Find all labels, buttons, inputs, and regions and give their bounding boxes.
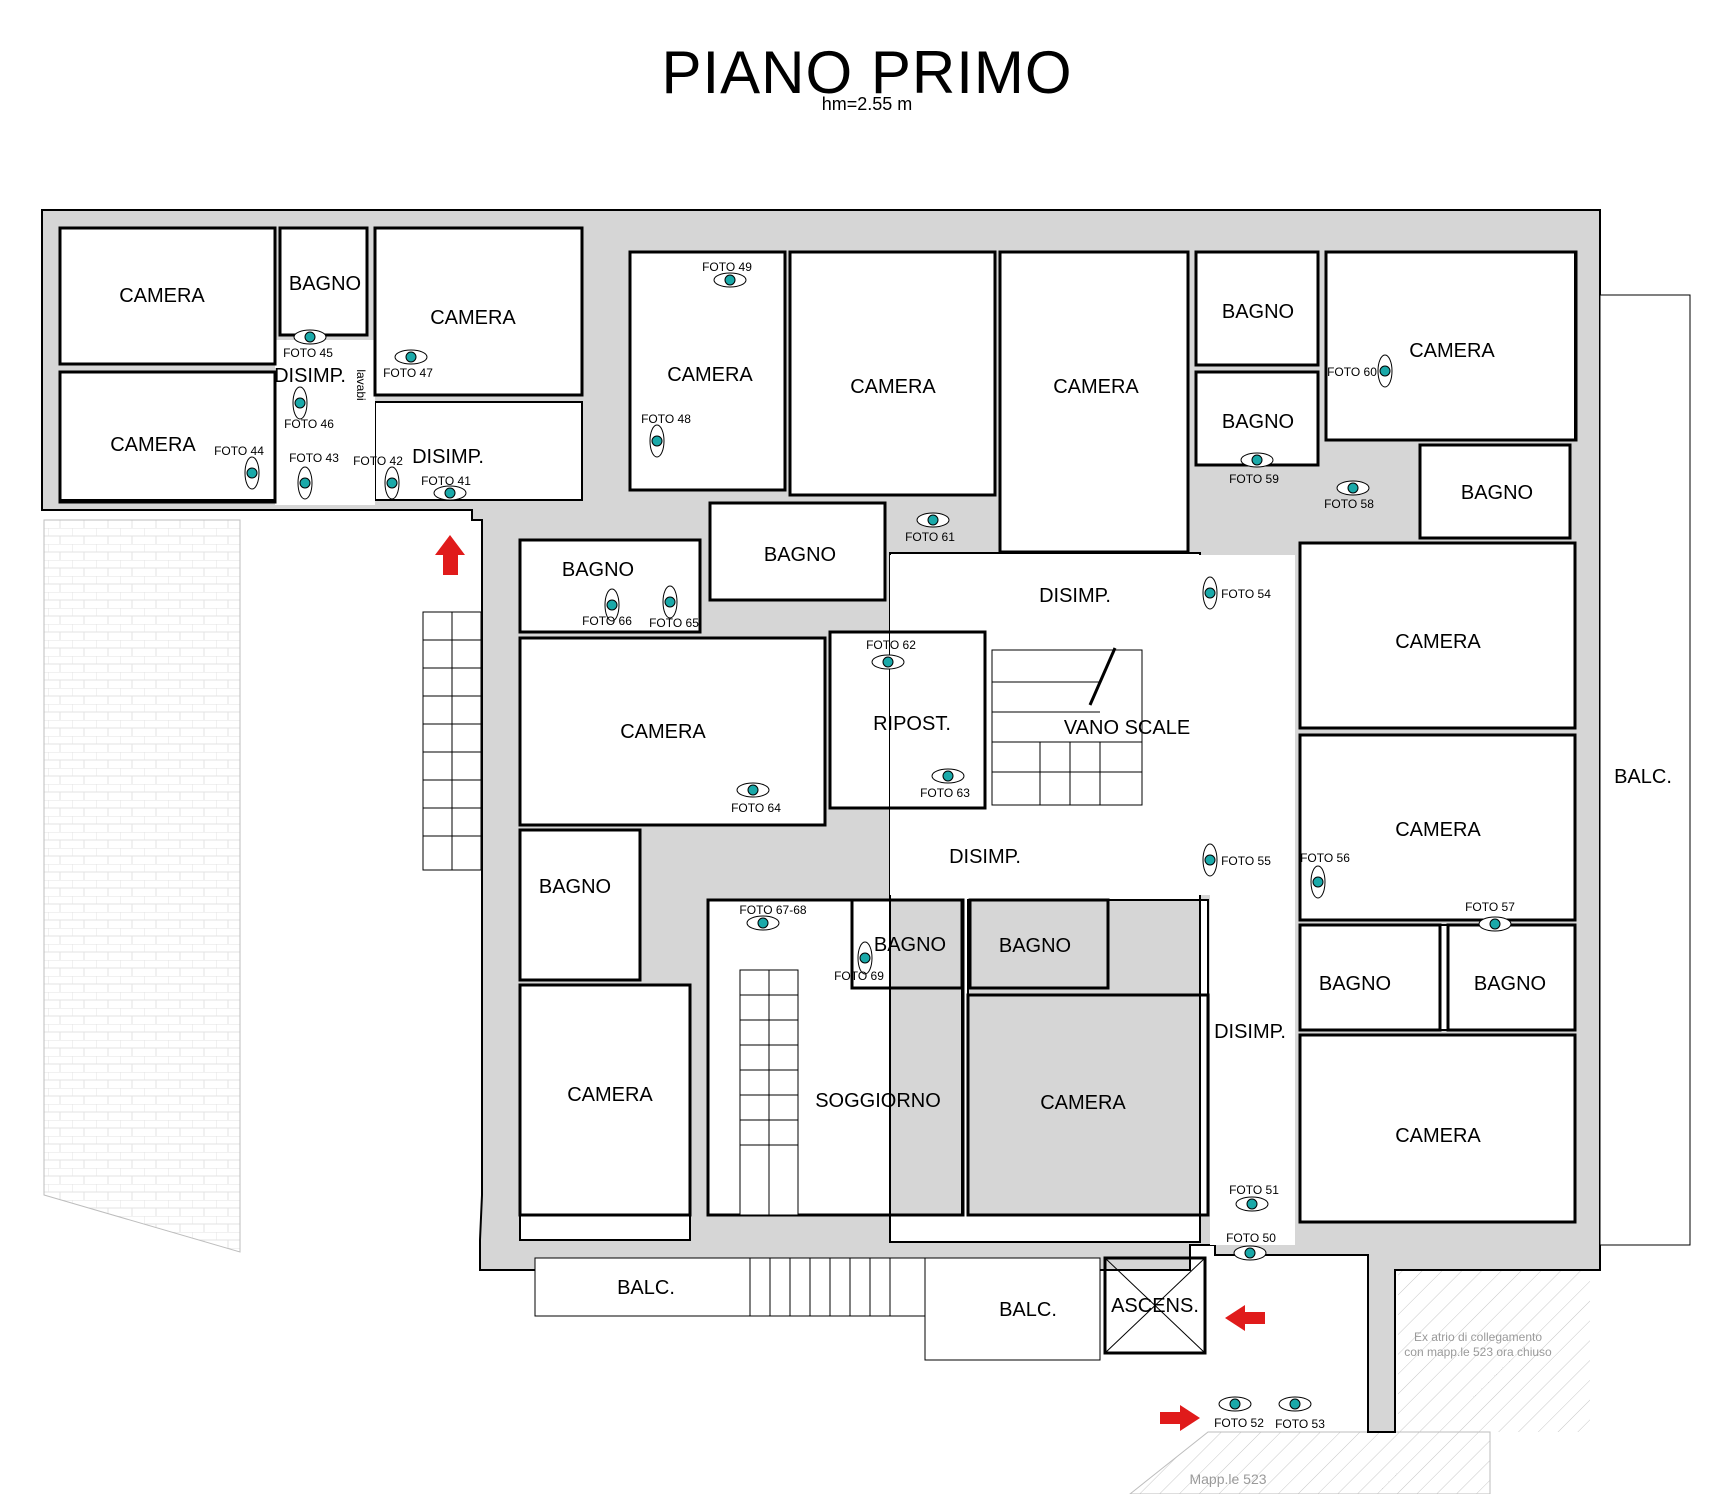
soggiorno-staircase [739, 969, 799, 1216]
photo-label: FOTO 64 [731, 801, 781, 815]
room-label: BAGNO [1222, 411, 1294, 433]
photo-label: FOTO 66 [582, 614, 632, 628]
photo-label: FOTO 57 [1465, 900, 1515, 914]
photo-label: FOTO 67-68 [739, 903, 806, 917]
photo-label: FOTO 43 [289, 451, 339, 465]
eye-camera-icon [244, 272, 1512, 1412]
room-label: BAGNO [289, 273, 361, 295]
room-label: BALC. [617, 1277, 675, 1299]
room-label: BALC. [1614, 766, 1672, 788]
room-label: BAGNO [1474, 973, 1546, 995]
room-label: CAMERA [119, 285, 205, 307]
photo-label: FOTO 59 [1229, 472, 1279, 486]
room-label: DISIMP. [274, 365, 346, 387]
photo-label: FOTO 44 [214, 444, 264, 458]
room-label: RIPOST. [873, 713, 951, 735]
room-label: CAMERA [667, 364, 753, 386]
corridor-east [1210, 555, 1295, 1245]
room-label: CAMERA [1395, 1125, 1481, 1147]
room-label: BALC. [999, 1299, 1057, 1321]
photo-label: FOTO 61 [905, 530, 955, 544]
room-label: CAMERA [567, 1084, 653, 1106]
room-label: DISIMP. [1039, 585, 1111, 607]
photo-label: FOTO 42 [353, 454, 403, 468]
photo-label: FOTO 47 [383, 366, 433, 380]
courtyard-paving [43, 519, 241, 1253]
main-staircase [991, 647, 1143, 806]
ceiling-height: hm=2.55 m [821, 94, 913, 114]
room-label: BAGNO [1319, 973, 1391, 995]
room-label: lavabi [354, 369, 368, 400]
photo-label: FOTO 55 [1221, 854, 1271, 868]
room-label: SOGGIORNO [815, 1090, 941, 1112]
room-label: DISIMP. [1214, 1021, 1286, 1043]
room-label: ASCENS. [1111, 1295, 1199, 1317]
room-label: DISIMP. [412, 446, 484, 468]
photo-label: FOTO 63 [920, 786, 970, 800]
ex-atrio-note: con mapp.le 523 ora chiuso [1404, 1345, 1552, 1359]
west-staircase [422, 611, 482, 871]
photo-label: FOTO 51 [1229, 1183, 1279, 1197]
room-label: BAGNO [539, 876, 611, 898]
room-label: CAMERA [430, 307, 516, 329]
hatched-area-bottom [1129, 1431, 1491, 1494]
room-label: CAMERA [1395, 819, 1481, 841]
photo-label: FOTO 50 [1226, 1231, 1276, 1245]
room-label: CAMERA [110, 434, 196, 456]
room-label: BAGNO [999, 935, 1071, 957]
red-arrow-icon [435, 535, 1265, 1431]
room-label: CAMERA [1409, 340, 1495, 362]
photo-label: FOTO 60 [1327, 365, 1377, 379]
balcony-stairs [749, 1257, 926, 1317]
photo-label: FOTO 48 [641, 412, 691, 426]
photo-label: FOTO 49 [702, 260, 752, 274]
mappale-label: Mapp.le 523 [1189, 1471, 1266, 1487]
room-label: DISIMP. [949, 846, 1021, 868]
room-label: BAGNO [562, 559, 634, 581]
room-label: BAGNO [1461, 482, 1533, 504]
room-label: CAMERA [1053, 376, 1139, 398]
photo-label: FOTO 62 [866, 638, 916, 652]
balcony-south-west [534, 1257, 751, 1317]
photo-label: FOTO 53 [1275, 1417, 1325, 1431]
room-label: CAMERA [1395, 631, 1481, 653]
photo-label: FOTO 69 [834, 969, 884, 983]
elevator [1104, 1257, 1206, 1354]
room-label: VANO SCALE [1064, 717, 1190, 739]
photo-label: FOTO 58 [1324, 497, 1374, 511]
room-label: CAMERA [850, 376, 936, 398]
room-label: CAMERA [620, 721, 706, 743]
corridor-north-west [275, 340, 375, 505]
photo-label: FOTO 54 [1221, 587, 1271, 601]
hatched-area-right [1398, 1255, 1590, 1432]
photo-label: FOTO 52 [1214, 1416, 1264, 1430]
balcony-east [1599, 294, 1691, 1246]
room-label: CAMERA [1040, 1092, 1126, 1114]
balcony-south [924, 1257, 1101, 1361]
photo-label: FOTO 45 [283, 346, 333, 360]
room-label: BAGNO [764, 544, 836, 566]
page-title: PIANO PRIMO [661, 39, 1073, 106]
room-label: BAGNO [1222, 301, 1294, 323]
ex-atrio-note: Ex atrio di collegamento [1414, 1330, 1542, 1344]
photo-label: FOTO 56 [1300, 851, 1350, 865]
photo-label: FOTO 65 [649, 616, 699, 630]
photo-label: FOTO 41 [421, 474, 471, 488]
room-label: BAGNO [874, 934, 946, 956]
photo-label: FOTO 46 [284, 417, 334, 431]
